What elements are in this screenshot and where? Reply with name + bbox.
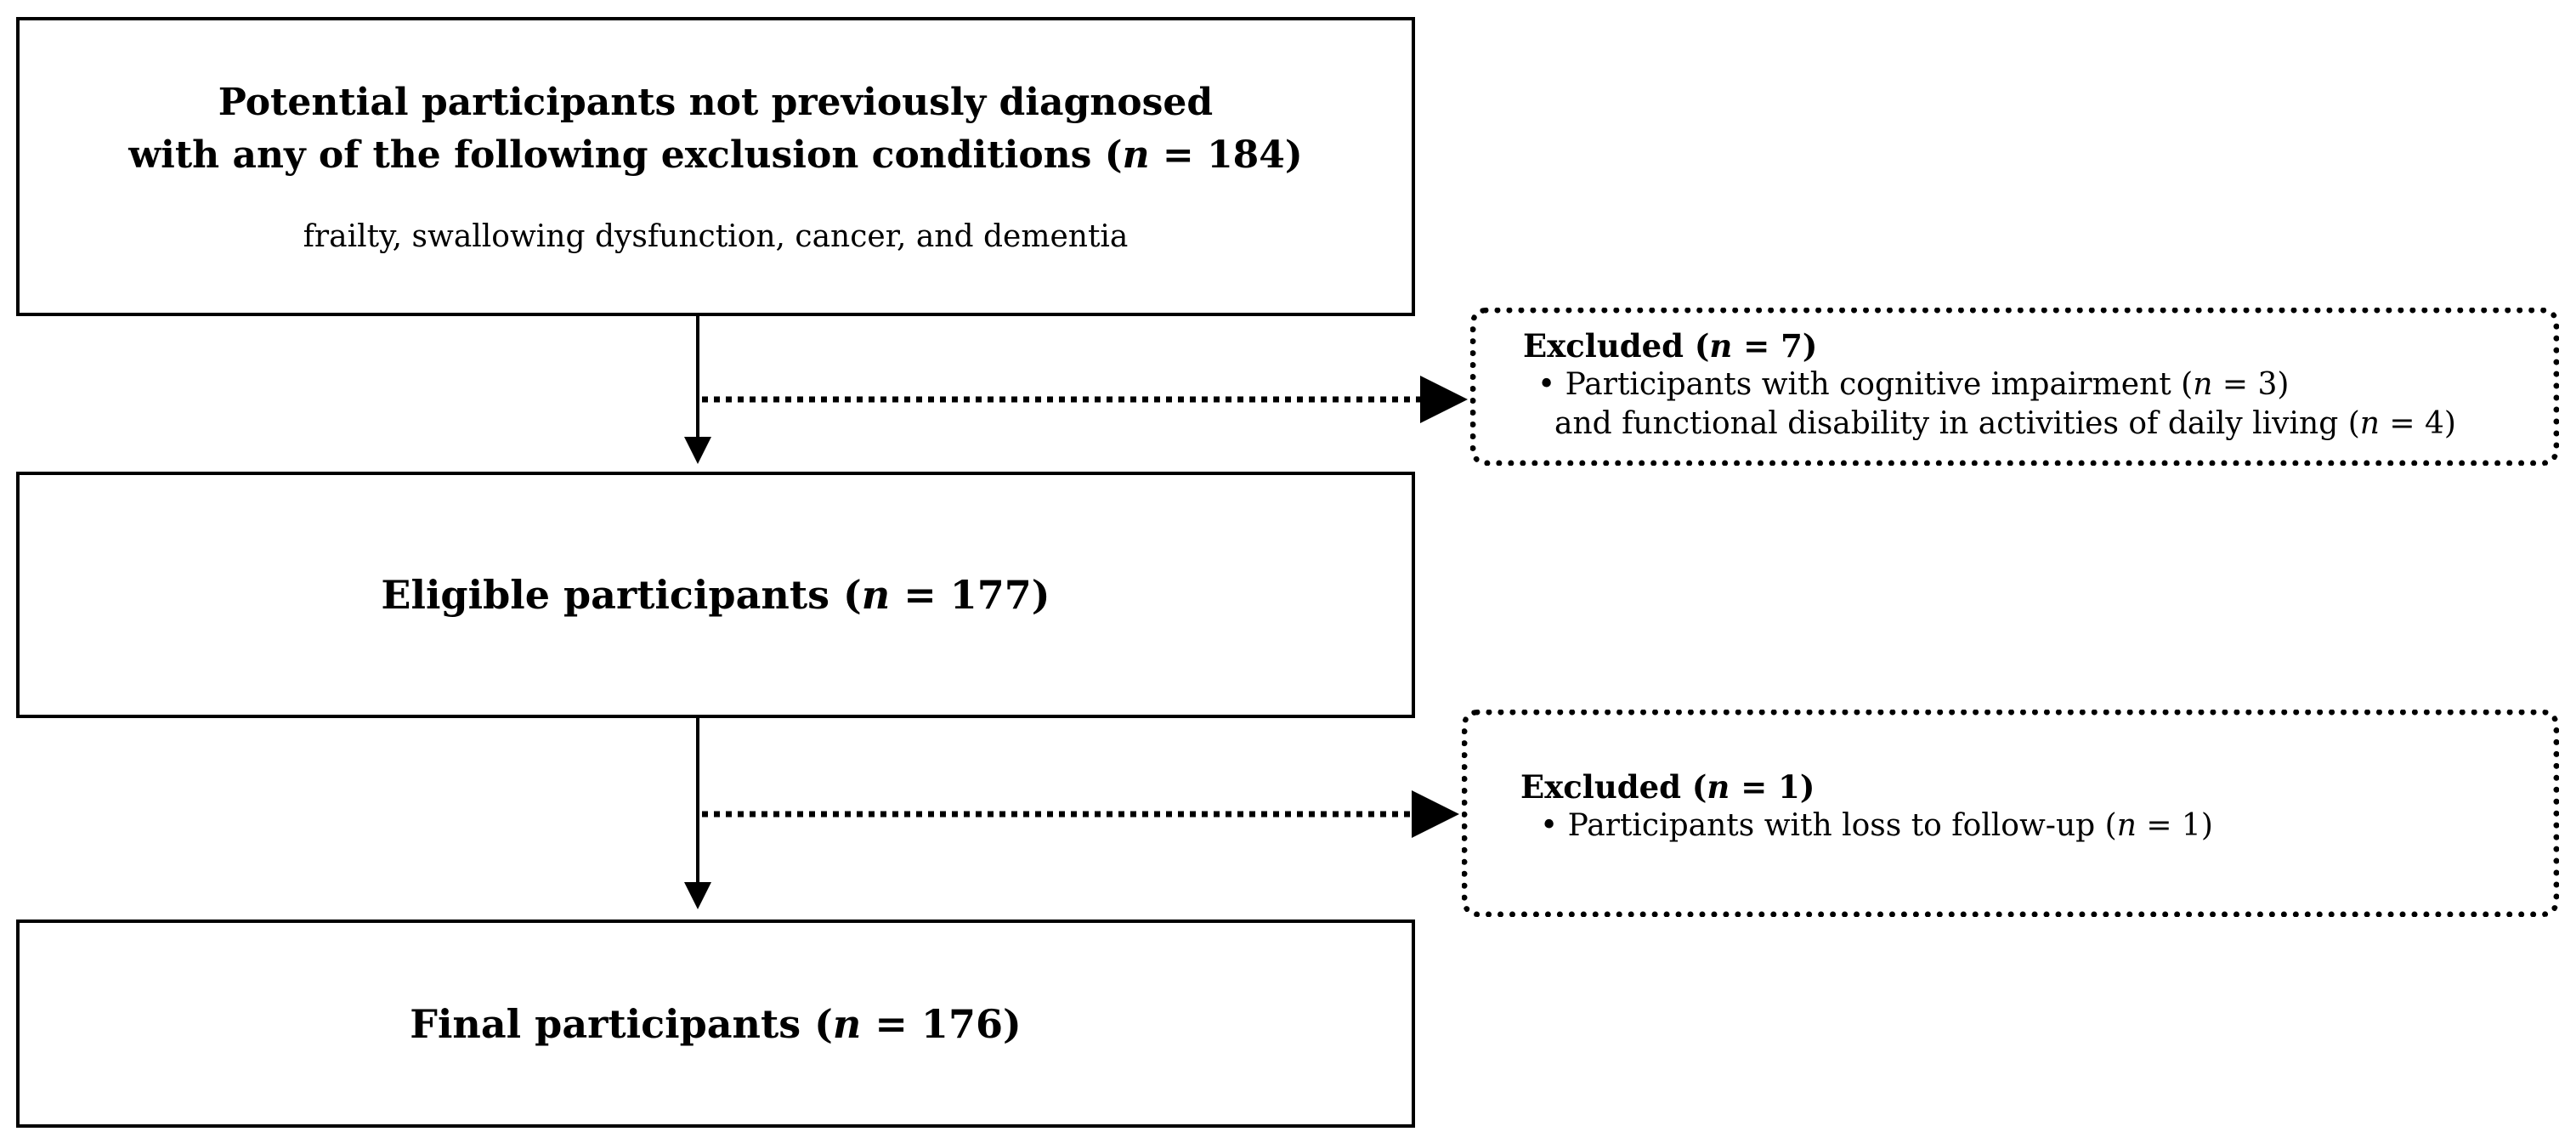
exclusion-2-line1-pre: • Participants with loss to follow-up ( [1540,808,2117,843]
title-line2-post: = 184) [1149,133,1303,177]
exclusion-2-heading-post: = 1) [1730,768,1815,806]
exclusion-1-line2-pre: and functional disability in activities … [1554,406,2360,441]
exclusion-2-reason-1: • Participants with loss to follow-up (n… [1540,807,2213,845]
n-symbol: n [2116,808,2137,843]
box-eligible-participants: Eligible participants (n = 177) [16,472,1415,718]
n-symbol: n [2193,367,2213,402]
eligible-title-post: = 177) [890,572,1050,618]
exclusion-2-line1-post: = 1) [2136,808,2213,843]
box-exclusion-1: Excluded (n = 7) • Participants with cog… [1470,308,2559,466]
title-line2-pre: with any of the following exclusion cond… [128,133,1123,177]
n-symbol: n [832,1000,862,1047]
box-final-participants: Final participants (n = 176) [16,919,1415,1128]
exclusion-2-heading: Excluded (n = 1) [1520,768,1815,806]
exclusion-1-line1-pre: • Participants with cognitive impairment… [1537,367,2194,402]
n-symbol: n [2359,406,2380,441]
exclusion-1-heading: Excluded (n = 7) [1523,327,1817,365]
exclusion-1-line1-post: = 3) [2212,367,2290,402]
exclusion-2-heading-pre: Excluded ( [1520,768,1707,806]
n-symbol: n [1709,327,1733,365]
box-potential-participants: Potential participants not previously di… [16,17,1415,316]
exclusion-1-line2-post: = 4) [2379,406,2456,441]
eligible-title-pre: Eligible participants ( [381,572,862,618]
exclusion-1-reason-2: and functional disability in activities … [1554,405,2456,443]
exclusion-conditions-list: frailty, swallowing dysfunction, cancer,… [303,219,1129,254]
n-symbol: n [861,572,891,618]
exclusion-1-heading-pre: Excluded ( [1523,327,1710,365]
eligible-participants-title: Eligible participants (n = 177) [381,569,1050,620]
potential-participants-title-line2: with any of the following exclusion cond… [128,129,1302,182]
exclusion-1-reason-1: • Participants with cognitive impairment… [1537,366,2289,404]
n-symbol: n [1122,133,1150,177]
potential-participants-title-line1: Potential participants not previously di… [218,81,1214,124]
box-exclusion-2: Excluded (n = 1) • Participants with los… [1462,710,2559,917]
final-participants-title: Final participants (n = 176) [410,999,1021,1050]
n-symbol: n [1707,768,1730,806]
potential-participants-title: Potential participants not previously di… [128,76,1302,182]
exclusion-1-heading-post: = 7) [1732,327,1818,365]
final-title-pre: Final participants ( [410,1000,833,1047]
final-title-post: = 176) [861,1000,1022,1047]
